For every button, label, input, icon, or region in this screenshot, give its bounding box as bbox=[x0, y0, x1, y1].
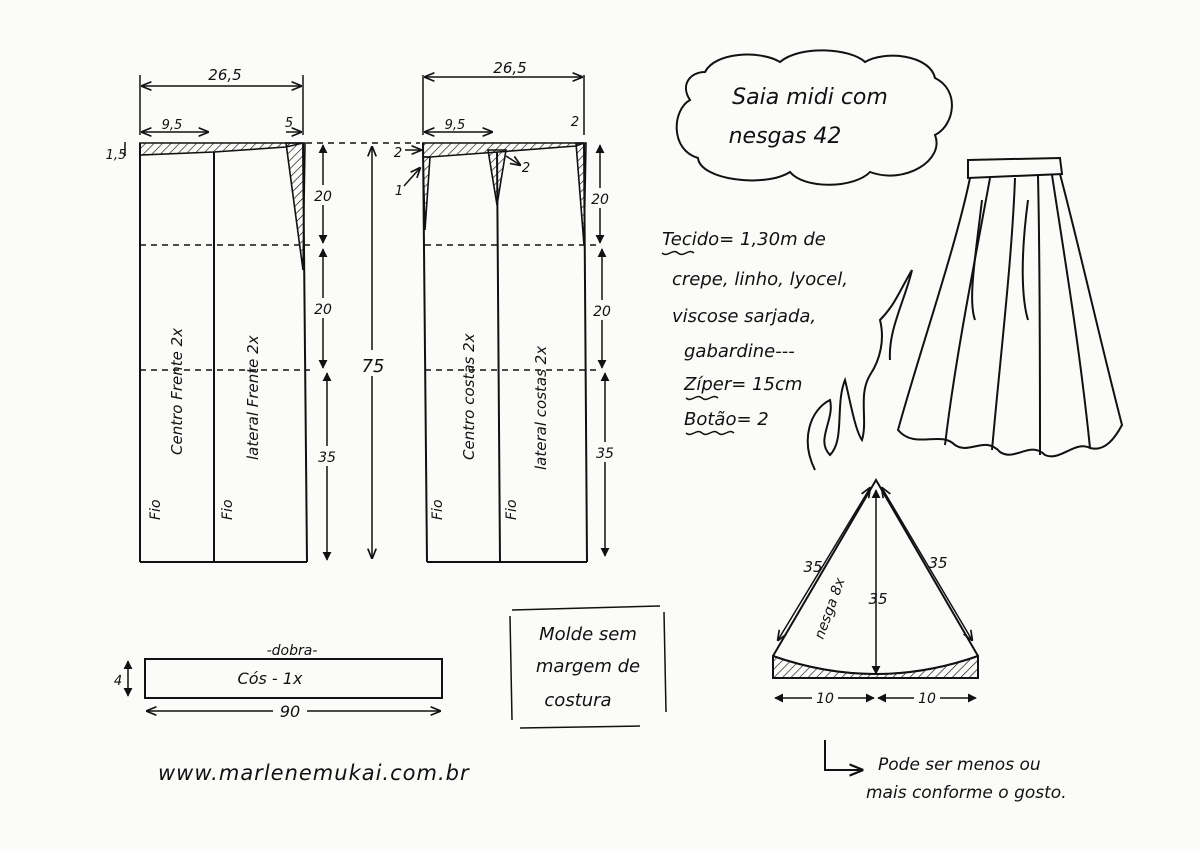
back-pattern-piece: 26,5 9,5 2 2 1 2 20 20 35 Centro costas … bbox=[394, 59, 618, 563]
note-line3: costura bbox=[544, 690, 611, 711]
front-side-edge bbox=[302, 142, 308, 563]
gusset-left-side-label: 35 bbox=[803, 558, 822, 576]
front-side-label: lateral Frente 2x bbox=[244, 335, 262, 460]
waistband-length-label: 90 bbox=[280, 702, 300, 721]
front-waist-drop-label: 1,5 bbox=[106, 148, 127, 163]
materials-fabric4: gabardine--- bbox=[684, 341, 795, 362]
back-dart-arrow bbox=[505, 155, 520, 165]
back-dart-label: 2 bbox=[522, 161, 530, 176]
waistband-rectangle bbox=[144, 658, 443, 699]
materials-fabric3: viscose sarjada, bbox=[672, 306, 816, 327]
note-line2: margem de bbox=[536, 656, 640, 677]
title-cloud: Saia midi com nesgas 42 bbox=[675, 49, 953, 186]
front-center-label: Centro Frente 2x bbox=[168, 328, 186, 455]
front-seg2-label: 20 bbox=[314, 302, 332, 318]
front-waist-curve bbox=[139, 142, 304, 156]
waistband-label: Cós - 1x bbox=[238, 669, 303, 688]
gusset-right-side-label: 35 bbox=[928, 554, 947, 572]
front-length-label: 75 bbox=[362, 356, 385, 377]
note-line1: Molde sem bbox=[539, 624, 637, 645]
front-grain-side: Fio bbox=[220, 499, 236, 520]
back-side-label: lateral costas 2x bbox=[532, 346, 550, 470]
back-center-label: Centro costas 2x bbox=[460, 333, 478, 460]
title-line2: nesgas 42 bbox=[729, 124, 842, 149]
materials-fabric: Tecido= 1,30m de bbox=[662, 229, 826, 250]
signature bbox=[806, 269, 913, 471]
gusset-label: nesga 8x bbox=[812, 575, 849, 641]
back-center-drop-label: 1 bbox=[395, 184, 403, 199]
gusset-left-side-arrow bbox=[778, 488, 870, 640]
back-center-edge bbox=[422, 142, 428, 563]
gusset-right-half-label: 10 bbox=[918, 691, 936, 707]
skirt-waistband bbox=[967, 156, 1064, 180]
back-grain-side: Fio bbox=[504, 499, 520, 520]
front-hip-label: 9,5 bbox=[162, 118, 183, 133]
no-seam-allowance-note: Molde sem margem de costura bbox=[509, 605, 667, 729]
materials-fabric2: crepe, linho, lyocel, bbox=[672, 269, 848, 290]
skirt-outline bbox=[896, 173, 1124, 458]
front-seg1-label: 20 bbox=[314, 189, 332, 205]
materials-button: Botão= 2 bbox=[684, 409, 769, 430]
signature-scribble bbox=[806, 269, 913, 471]
back-center-drop-arrow bbox=[403, 168, 420, 187]
back-hip-label: 9,5 bbox=[445, 118, 466, 133]
back-grain-center: Fio bbox=[430, 499, 446, 520]
gusset-note-line1: Pode ser menos ou bbox=[878, 755, 1041, 775]
back-waist-drop-label: 2 bbox=[394, 146, 402, 161]
back-width-label: 26,5 bbox=[493, 59, 526, 77]
website-url: www.marlenemukai.com.br bbox=[158, 761, 470, 785]
title-line1: Saia midi com bbox=[732, 85, 888, 110]
gusset-height-label: 35 bbox=[868, 590, 887, 608]
materials-zipper: Zíper= 15cm bbox=[683, 374, 802, 395]
gusset-right-side-arrow bbox=[882, 488, 972, 640]
front-dart bbox=[285, 142, 306, 271]
back-seg1-label: 20 bbox=[591, 192, 609, 208]
front-dart-label: 5 bbox=[285, 116, 293, 131]
waistband-height-label: 4 bbox=[114, 674, 122, 689]
back-panel-seam bbox=[496, 151, 501, 563]
title-cloud-outline bbox=[675, 49, 953, 186]
waistband-piece: -dobra- Cós - 1x 4 90 bbox=[114, 643, 443, 721]
gusset-note-arrow bbox=[824, 740, 862, 770]
back-side-edge bbox=[583, 142, 588, 563]
materials-list: Tecido= 1,30m de crepe, linho, lyocel, v… bbox=[661, 229, 848, 436]
gusset-piece: 35 35 35 nesga 8x 10 10 Pode ser menos o… bbox=[772, 478, 1067, 803]
front-seg3-label: 35 bbox=[318, 450, 336, 466]
front-pattern-piece: 26,5 9,5 5 1,5 20 20 35 75 Centro Frente… bbox=[106, 66, 420, 563]
gusset-note-line2: mais conforme o gosto. bbox=[866, 783, 1067, 803]
back-seg2-label: 20 bbox=[593, 304, 611, 320]
skirt-illustration bbox=[896, 156, 1124, 458]
back-side-top-label: 2 bbox=[571, 115, 579, 130]
gusset-left-half-label: 10 bbox=[816, 691, 834, 707]
back-seg3-label: 35 bbox=[596, 446, 614, 462]
waistband-fold-label: -dobra- bbox=[267, 643, 318, 659]
front-grain-center: Fio bbox=[148, 499, 164, 520]
front-width-label: 26,5 bbox=[208, 66, 241, 84]
